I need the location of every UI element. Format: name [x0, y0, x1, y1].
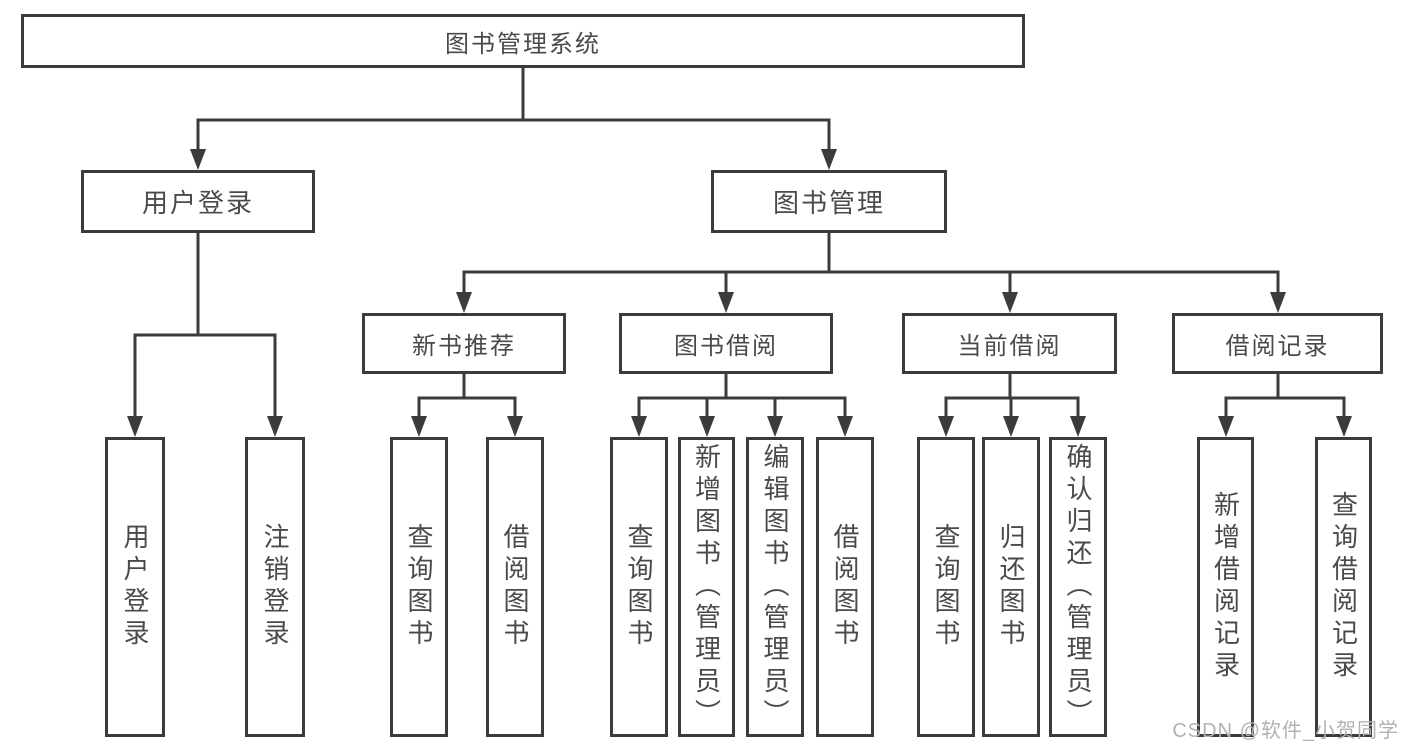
leaf-user-login: 用户登录: [105, 437, 165, 737]
node-new-book-recommend: 新书推荐: [362, 313, 566, 374]
leaf-query-books-recommend: 查询图书: [390, 437, 448, 737]
leaf-query-books-borrow: 查询图书: [610, 437, 668, 737]
leaf-add-borrow-record: 新增借阅记录: [1197, 437, 1254, 737]
leaf-add-borrow-record-label: 新增借阅记录: [1210, 491, 1241, 683]
node-book-borrowing: 图书借阅: [619, 313, 833, 374]
leaf-confirm-return-admin: 确认归还（管理员）: [1049, 437, 1107, 737]
leaf-confirm-return-admin-label: 确认归还（管理员）: [1063, 443, 1093, 731]
leaf-borrow-books-label: 借阅图书: [830, 523, 860, 651]
leaf-query-books-current-label: 查询图书: [931, 523, 961, 651]
leaf-return-books: 归还图书: [982, 437, 1040, 737]
leaf-borrow-books: 借阅图书: [816, 437, 874, 737]
leaf-logout-label: 注销登录: [260, 523, 290, 651]
csdn-watermark: CSDN @软件_小贺同学: [1172, 720, 1399, 742]
leaf-query-books-current: 查询图书: [917, 437, 975, 737]
leaf-edit-books-admin: 编辑图书（管理员）: [746, 437, 804, 737]
leaf-borrow-books-recommend: 借阅图书: [486, 437, 544, 737]
leaf-query-books-recommend-label: 查询图书: [404, 523, 434, 651]
node-library-system: 图书管理系统: [21, 14, 1025, 68]
leaf-query-borrow-record-label: 查询借阅记录: [1328, 491, 1359, 683]
leaf-query-borrow-record: 查询借阅记录: [1315, 437, 1372, 737]
node-user-login: 用户登录: [81, 170, 315, 233]
leaf-query-books-borrow-label: 查询图书: [624, 523, 654, 651]
node-current-borrowing: 当前借阅: [902, 313, 1117, 374]
leaf-add-books-admin: 新增图书（管理员）: [678, 437, 735, 737]
node-book-management: 图书管理: [711, 170, 947, 233]
leaf-add-books-admin-label: 新增图书（管理员）: [691, 443, 722, 731]
leaf-edit-books-admin-label: 编辑图书（管理员）: [760, 443, 790, 731]
leaf-logout: 注销登录: [245, 437, 305, 737]
leaf-user-login-label: 用户登录: [120, 523, 150, 651]
leaf-borrow-books-recommend-label: 借阅图书: [500, 523, 530, 651]
leaf-return-books-label: 归还图书: [996, 523, 1026, 651]
node-borrowing-records: 借阅记录: [1172, 313, 1383, 374]
